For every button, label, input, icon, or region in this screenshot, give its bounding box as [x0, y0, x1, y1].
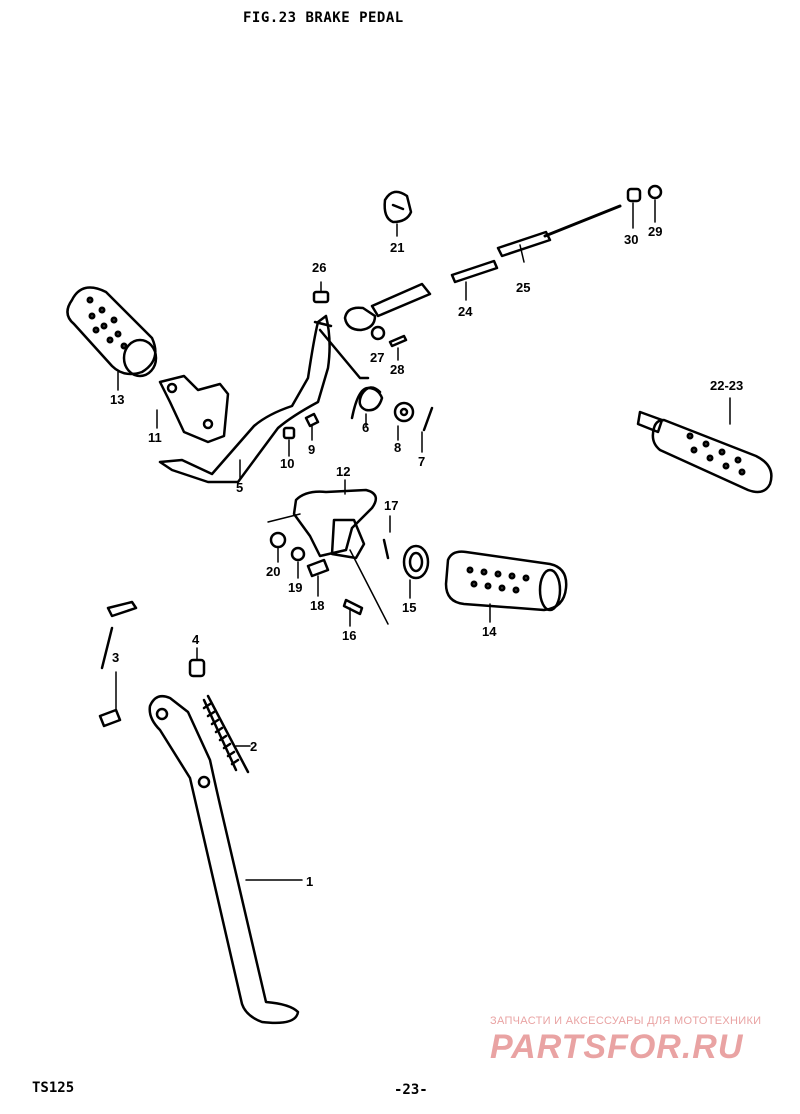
callout-1: 1 [306, 874, 313, 889]
part-13-footrest [66, 286, 158, 391]
callout-6: 6 [362, 420, 369, 435]
part-27-28-pins [370, 325, 408, 361]
part-9-10-bolt-nut [282, 412, 320, 457]
callout-14: 14 [482, 624, 497, 639]
callout-10: 10 [280, 456, 294, 471]
model-label: TS125 [32, 1080, 75, 1096]
callout-11: 11 [148, 430, 162, 445]
callout-21: 21 [390, 240, 404, 255]
part-16-20-small-parts [269, 531, 364, 627]
part-15-washer [402, 544, 430, 599]
callout-4: 4 [192, 632, 200, 647]
part-11-bracket [156, 374, 230, 444]
callout-numbers: 21 26 30 29 24 25 27 28 13 11 6 8 7 9 10… [110, 224, 743, 889]
watermark-text: ЗАПЧАСТИ И АКСЕССУАРЫ ДЛЯ МОТОТЕХНИКИ [490, 1015, 762, 1027]
part-3-spring-pin [98, 600, 138, 728]
part-24-pin [450, 259, 499, 301]
part-26-bolt [312, 281, 432, 332]
callout-15: 15 [402, 600, 416, 615]
callout-25: 25 [516, 280, 530, 295]
part-1-side-stand [148, 695, 303, 1025]
callout-29: 29 [648, 224, 662, 239]
part-29-30-nuts [626, 184, 663, 229]
callout-30: 30 [624, 232, 638, 247]
part-7-8-washer-pin [393, 401, 434, 453]
callout-20: 20 [266, 564, 280, 579]
callout-2: 2 [250, 739, 257, 754]
callout-26: 26 [312, 260, 326, 275]
page-number: -23- [394, 1082, 428, 1098]
part-6-spring [350, 386, 384, 427]
part-5-brake-pedal [158, 314, 370, 484]
callout-8: 8 [394, 440, 401, 455]
part-4-nut [188, 647, 206, 678]
part-25-brake-rod [496, 204, 622, 263]
callout-13: 13 [110, 392, 124, 407]
watermark-logo: PARTSFOR.RU [490, 1028, 744, 1066]
callout-27: 27 [370, 350, 384, 365]
callout-9: 9 [308, 442, 315, 457]
callout-5: 5 [236, 480, 243, 495]
part-2-spring [202, 694, 251, 774]
callout-12: 12 [336, 464, 350, 479]
part-22-23-footrest [636, 397, 773, 494]
callout-3: 3 [112, 650, 119, 665]
part-21-clip [383, 190, 413, 237]
callout-22-23: 22-23 [710, 378, 743, 393]
callout-7: 7 [418, 454, 425, 469]
callout-19: 19 [288, 580, 302, 595]
part-17-pin [382, 515, 391, 560]
callout-28: 28 [390, 362, 404, 377]
callout-18: 18 [310, 598, 324, 613]
part-12-bracket [267, 479, 389, 625]
callout-16: 16 [342, 628, 356, 643]
callout-24: 24 [458, 304, 473, 319]
figure-title: FIG.23 BRAKE PEDAL [243, 10, 404, 26]
callout-17: 17 [384, 498, 398, 513]
part-14-footrest [444, 550, 568, 623]
